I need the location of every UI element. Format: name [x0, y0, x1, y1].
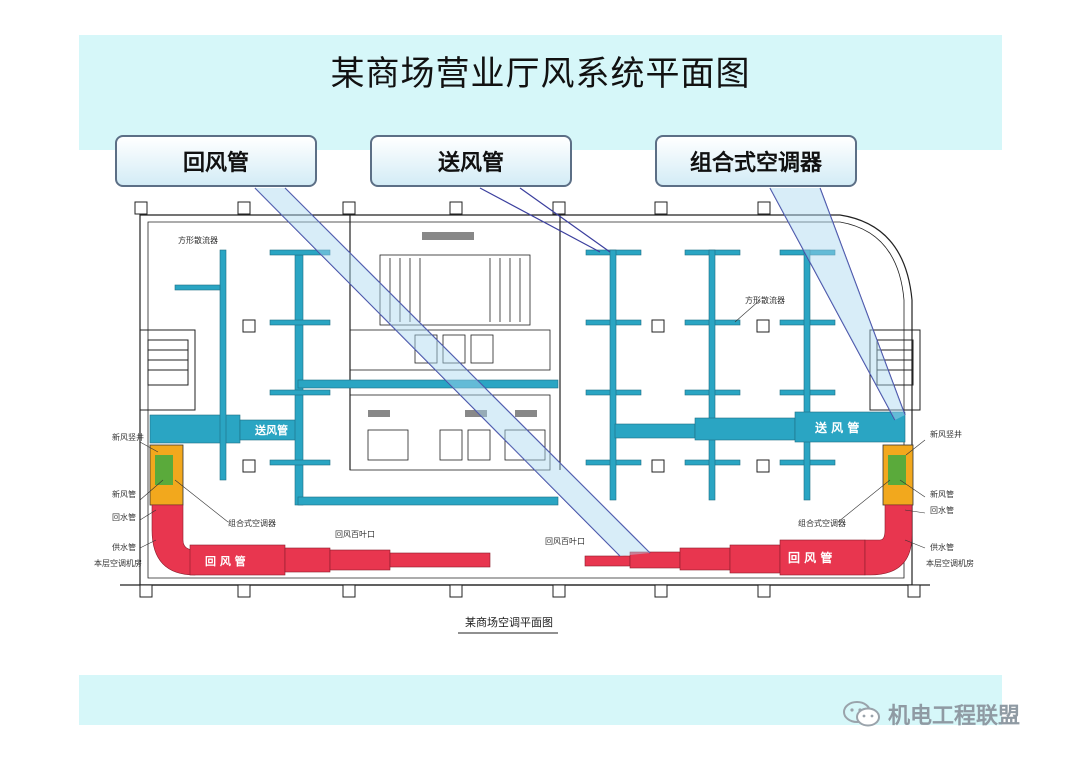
core-label-bar [465, 410, 487, 417]
annotation-diffuser-left: 方形散流器 [178, 235, 218, 245]
return-label-right: 回 风 管 [788, 550, 832, 565]
ahu-right [888, 455, 906, 485]
return-ducts [151, 504, 913, 576]
annotation-fresh-air-right: 新风管 [930, 489, 954, 499]
annotation-return-vent-left: 回风百叶口 [335, 530, 375, 539]
annotation-intake-shaft-right: 新风竖井 [930, 429, 962, 439]
plan-caption: 某商场空调平面图 [465, 615, 553, 629]
annotation-intake-shaft-left: 新风竖井 [112, 432, 144, 442]
callout-ahu: 组合式空调器 [655, 135, 857, 187]
return-label-left: 回 风 管 [205, 554, 246, 568]
callout-return-duct: 回风管 [115, 135, 317, 187]
annotation-ahu-left: 组合式空调器 [228, 518, 276, 528]
callout-beam-ahu [770, 188, 905, 420]
core-label-bar [422, 232, 474, 240]
building-outline [120, 214, 930, 586]
annotation-room-left: 本层空调机房 [94, 558, 142, 568]
callout-supply-duct: 送风管 [370, 135, 572, 187]
annotation-supply-pipe-right: 供水管 [930, 542, 954, 552]
watermark: 机电工程联盟 [842, 698, 1020, 730]
annotation-return-pipe-right: 回水管 [930, 505, 954, 515]
header-band [79, 35, 1002, 150]
callout-beam-return [255, 188, 650, 556]
annotation-return-pipe-left: 回水管 [112, 512, 136, 522]
annotation-supply-pipe-left: 供水管 [112, 542, 136, 552]
annotation-room-right: 本层空调机房 [926, 558, 974, 568]
center-core [349, 254, 551, 471]
annotation-ahu-right: 组合式空调器 [798, 518, 846, 528]
annotation-diffuser-right: 方形散流器 [745, 295, 785, 305]
supply-ducts [149, 249, 906, 506]
page-title: 某商场营业厅风系统平面图 [330, 54, 751, 94]
core-label-bar [368, 410, 390, 417]
supply-label-left: 送风管 [254, 423, 288, 437]
footer-band [79, 675, 1002, 725]
stairs [139, 329, 921, 411]
ahu-left [155, 455, 173, 485]
annotation-return-vent-right: 回风百叶口 [545, 537, 585, 546]
core-label-bar [515, 410, 537, 417]
annotation-fresh-air-left: 新风管 [112, 489, 136, 499]
callout-pointers [254, 187, 906, 557]
wechat-icon [843, 701, 880, 727]
columns [134, 201, 921, 598]
supply-label-right: 送 风 管 [814, 420, 859, 435]
leader-lines [139, 299, 926, 549]
watermark-text: 机电工程联盟 [888, 704, 1021, 729]
